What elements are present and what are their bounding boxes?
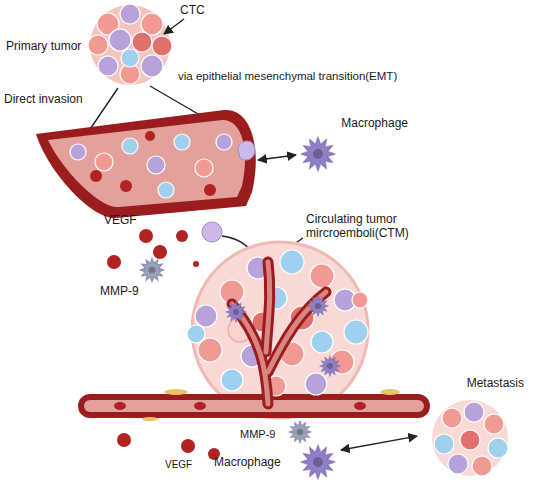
vegf-dots-part (107, 255, 121, 269)
metastasis-cluster-part (488, 438, 508, 458)
macrophage-icon (301, 445, 335, 479)
primary-tumor-cluster-part (132, 32, 152, 52)
ctm-macrophages (226, 296, 341, 377)
blood-vessel-bottom-part (142, 417, 158, 421)
blood-vessel (36, 110, 256, 218)
ctm-macrophages-part (320, 356, 341, 377)
blood-vessel-part (36, 110, 256, 218)
primary-tumor-cluster-part (98, 56, 118, 76)
blood-vessel-part (147, 156, 165, 174)
ctc-cell (202, 222, 222, 242)
factor-label: VEGF (165, 459, 192, 471)
node-label: Metastasis (467, 376, 524, 390)
macrophage-node: Macrophage (300, 114, 410, 170)
vegf-dots (117, 433, 220, 460)
primary-tumor-cluster-part (120, 4, 140, 24)
ctm-macrophages-part (308, 296, 329, 317)
macrophage-icon (301, 137, 335, 171)
blood-vessel-part (90, 170, 102, 182)
vegf-dots-part (153, 245, 167, 259)
cell-label: CTC (180, 3, 205, 17)
metastasis-cluster-part (472, 456, 492, 476)
ctm-cells-part (195, 305, 217, 327)
ctm-cells-part (352, 292, 368, 308)
metastasis-cluster-part (442, 408, 462, 428)
primary-tumor-cluster-part (109, 29, 131, 51)
primary-tumor-cluster-part (152, 36, 172, 56)
metastasis-cluster-part (464, 402, 484, 422)
ctm-cluster-part (192, 242, 368, 418)
arrows-part (164, 19, 184, 34)
metastasis-cluster-part (448, 454, 468, 474)
vegf-dots-part (181, 439, 195, 453)
emt-cell (238, 141, 255, 160)
ctm-cells (187, 250, 368, 396)
factor-label: MMP-9 (240, 428, 275, 441)
node-label: Macrophage (214, 455, 281, 469)
blood-vessel-bottom-part (84, 400, 424, 412)
primary-tumor-node: Primary tumor (4, 2, 174, 90)
ctm-macrophages-part (226, 302, 247, 323)
ctm-vessel-branches-part (266, 262, 270, 352)
blood-vessel-part (174, 134, 190, 150)
primary-tumor-cluster-part (88, 35, 108, 55)
blood-vessel-bottom-part (194, 402, 206, 410)
metastasis-cluster-part (432, 400, 508, 476)
node-label: Macrophage (341, 116, 408, 130)
factor-label: MMP-9 (100, 284, 139, 298)
node-label: Primary tumor (6, 39, 81, 53)
ctm-cluster (192, 242, 368, 418)
factor-label: VEGF (104, 213, 137, 227)
ctm-cells-part (311, 331, 333, 353)
vegf-dots-part (139, 229, 153, 243)
primary-tumor-cluster (88, 4, 172, 85)
mmp9-cell (140, 258, 165, 283)
blood-vessel-bottom-part (164, 389, 188, 395)
cluster-label: Circulating tumor mircroemboli(CTM) (306, 212, 430, 241)
arrows-part (258, 155, 296, 160)
blood-vessel-bottom-part (78, 394, 430, 418)
metastasis-cluster-part (484, 414, 504, 434)
ctm-cells-part (187, 325, 205, 343)
blood-vessel-bottom-part (354, 402, 366, 410)
blood-vessel-part (195, 159, 213, 177)
blood-vessel-part (122, 138, 138, 154)
ctm-cells-part (305, 373, 327, 395)
ctm-cells-part (310, 264, 334, 288)
pathway-label: Direct invasion (4, 92, 83, 106)
vegf-dots-part (193, 261, 199, 267)
interaction-arrow (341, 436, 417, 450)
ctm-cells-part (221, 369, 243, 391)
ctm-vessel-branches (232, 262, 326, 404)
vegf-dots-part (117, 433, 131, 447)
blood-vessel-bottom-part (114, 402, 126, 410)
blood-vessel-bottom-part (380, 389, 400, 395)
blood-vessel-part (145, 131, 155, 141)
ctm-cells-part (280, 250, 304, 274)
primary-tumor-cluster-part (141, 55, 163, 77)
blood-vessel-part (70, 144, 86, 160)
ctm-cells-part (344, 320, 368, 344)
blood-vessel-part (216, 134, 232, 150)
blood-vessel-part (48, 120, 245, 207)
blood-vessel-part (120, 180, 132, 192)
mmp9-cell (289, 421, 312, 444)
blood-vessel-part (95, 153, 113, 171)
metastasis-node: Metastasis (420, 374, 526, 478)
macrophage-node: Macrophage (212, 444, 338, 480)
vegf-dots-part (176, 230, 188, 242)
metastasis-cluster-part (460, 430, 480, 450)
metastasis-cluster (432, 400, 508, 476)
ctm-vessel-branches-part (266, 262, 270, 352)
blood-vessel-part (204, 184, 216, 196)
primary-tumor-cluster-part (121, 49, 139, 67)
pathway-label: via epithelial mesenchymal transition(EM… (178, 70, 397, 84)
blood-vessel-part (158, 182, 174, 198)
blood-vessel-bottom (78, 389, 430, 421)
metastasis-cluster-part (434, 434, 454, 454)
